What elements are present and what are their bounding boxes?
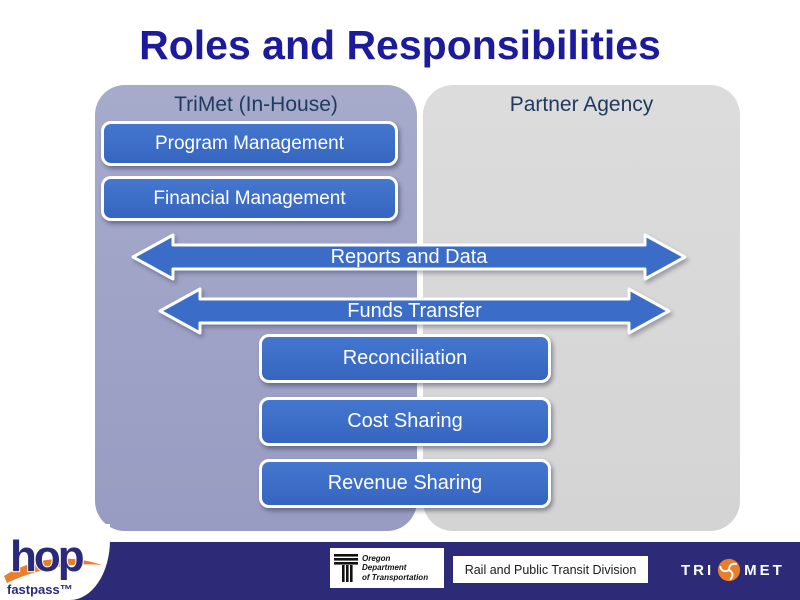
odot-name-line2: Department [362, 563, 407, 573]
process-box-reconciliation: Reconciliation [259, 334, 551, 383]
process-box-label: Reconciliation [342, 347, 468, 369]
hop-logo-icon: hop fastpass™ [4, 531, 102, 597]
hop-fastpass-logo: hop fastpass™ [0, 524, 110, 600]
process-box-label: Financial Management [153, 187, 346, 209]
trimet-logo-right: MET [744, 561, 785, 579]
division-label-box: Rail and Public Transit Division [453, 556, 648, 583]
hop-wordmark: hop [10, 532, 84, 581]
odot-t-icon [334, 554, 358, 582]
double-arrow-funds-transfer: Funds Transfer [157, 285, 672, 337]
odot-logo: Oregon Department of Transportation [330, 548, 444, 588]
process-box-program-management: Program Management [101, 121, 398, 166]
process-box-label: Revenue Sharing [327, 472, 483, 494]
process-box-revenue-sharing: Revenue Sharing [259, 459, 551, 508]
odot-name-line1: Oregon [362, 553, 391, 563]
double-arrow-reports-and-data: Reports and Data [130, 231, 688, 283]
process-box-label: Program Management [154, 132, 345, 154]
process-box-label: Cost Sharing [347, 410, 463, 432]
process-box-cost-sharing: Cost Sharing [259, 397, 551, 446]
panel-left-header: TriMet (In-House) [174, 93, 338, 116]
arrow-label: Reports and Data [330, 246, 488, 268]
hop-swoosh-icon [4, 558, 102, 583]
trimet-logo: TRI MET [681, 556, 785, 584]
odot-name-line3: of Transportation [362, 572, 429, 582]
process-box-financial-management: Financial Management [101, 176, 398, 221]
double-arrow-icon [131, 233, 687, 281]
arrow-label: Funds Transfer [347, 300, 482, 322]
page-title: Roles and Responsibilities [139, 22, 661, 68]
hop-tagline: fastpass™ [7, 582, 73, 597]
panel-right-header: Partner Agency [509, 93, 654, 116]
odot-name: Oregon Department of Transportation [362, 554, 428, 583]
trimet-logo-left: TRI [681, 561, 715, 579]
division-label: Rail and Public Transit Division [464, 562, 637, 577]
double-arrow-icon [158, 287, 671, 335]
trimet-swirl-icon [718, 558, 741, 582]
